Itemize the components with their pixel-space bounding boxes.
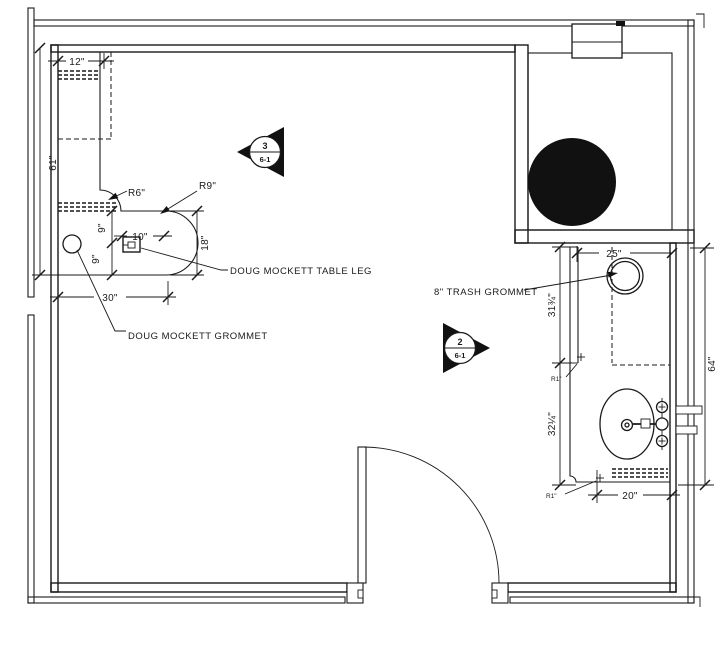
corner-reveal-bottom-right <box>692 596 701 607</box>
closet-bottom-wall <box>514 229 695 244</box>
door-swing-arc <box>363 446 500 584</box>
trash-grommet-arrowhead <box>607 271 618 278</box>
sink-drain <box>620 418 634 432</box>
vanity <box>569 247 703 503</box>
dim-64: 64" <box>707 356 718 372</box>
table-leg-leader <box>140 247 228 271</box>
corner-mark-upper <box>577 353 585 361</box>
r9-leader <box>162 190 198 213</box>
door-jamb-right <box>491 582 509 604</box>
dim-25: 25" <box>606 249 622 260</box>
dim-31-3-4: 31¾" <box>547 293 558 317</box>
shelf-dashes-top <box>58 70 100 80</box>
leader-lines <box>76 190 618 495</box>
section-marker-3: 3 6-1 <box>237 127 284 177</box>
dim-30: 30" <box>102 293 118 304</box>
shelf-dashes-vanity <box>612 468 668 478</box>
dim-12: 12" <box>69 57 85 68</box>
wall-niche <box>571 21 625 59</box>
section-sheet: 6-1 <box>260 155 271 164</box>
desk <box>58 52 199 276</box>
wall-bar-upper <box>675 405 703 415</box>
room-top-wall <box>50 44 516 53</box>
dim-18: 18" <box>200 235 211 251</box>
room-left-wall <box>50 44 59 593</box>
dim-9-lower: 9" <box>91 254 102 264</box>
room-bottom-wall-left <box>50 582 348 593</box>
dim-r1-upper: R1" <box>551 376 562 383</box>
corner-mark-lower <box>596 474 604 482</box>
outer-left-wall-upper <box>27 7 35 298</box>
r1-upper-leader <box>565 363 578 378</box>
table-leg-label: DOUG MOCKETT TABLE LEG <box>230 266 372 277</box>
dim-61: 61" <box>48 155 59 171</box>
sink <box>599 388 669 460</box>
r6-arrowhead <box>108 192 119 200</box>
wall-bar-lower <box>675 425 698 435</box>
corner-reveal-top-right <box>696 13 705 28</box>
desk-grommet-circle <box>62 234 82 254</box>
trash-grommet-leader <box>523 274 613 291</box>
section-sheet: 6-1 <box>455 351 466 360</box>
vanity-front-edge <box>569 247 670 483</box>
dimension-lines <box>32 42 714 501</box>
r1-lower-leader <box>564 480 597 495</box>
section-number: 3 <box>262 141 267 151</box>
dim-9-upper: 9" <box>97 223 108 233</box>
outer-right-wall <box>687 19 695 604</box>
section-marker-2: 2 6-1 <box>443 323 490 373</box>
room-bottom-wall-right <box>507 582 677 593</box>
shelf-dashes-desk <box>58 202 118 212</box>
trash-grommet-label: 8" TRASH GROMMET <box>434 287 538 298</box>
r9-arrowhead <box>160 206 170 214</box>
niche-tick <box>616 21 625 26</box>
door <box>346 446 509 604</box>
grommet-leader <box>76 249 126 332</box>
dim-r6: R6" <box>128 188 145 199</box>
section-number: 2 <box>457 337 462 347</box>
dim-10: 10" <box>132 232 148 243</box>
dim-32-1-4: 32¼" <box>546 412 558 436</box>
outer-bottom-wall-left <box>27 596 346 604</box>
outer-left-wall-lower <box>27 314 35 604</box>
grommet-label: DOUG MOCKETT GROMMET <box>128 331 268 342</box>
table-leg-symbol <box>122 236 141 253</box>
dim-r1-lower: R1" <box>546 493 557 500</box>
faucet <box>633 398 669 450</box>
closet-left-wall <box>514 44 529 244</box>
outer-bottom-wall-right <box>509 596 695 604</box>
door-leaf <box>357 446 367 584</box>
closet-equipment-circle <box>528 138 616 226</box>
room-right-wall <box>669 242 677 593</box>
dim-20: 20" <box>622 491 638 502</box>
door-jamb-left <box>346 582 364 604</box>
dim-r9: R9" <box>199 181 216 192</box>
